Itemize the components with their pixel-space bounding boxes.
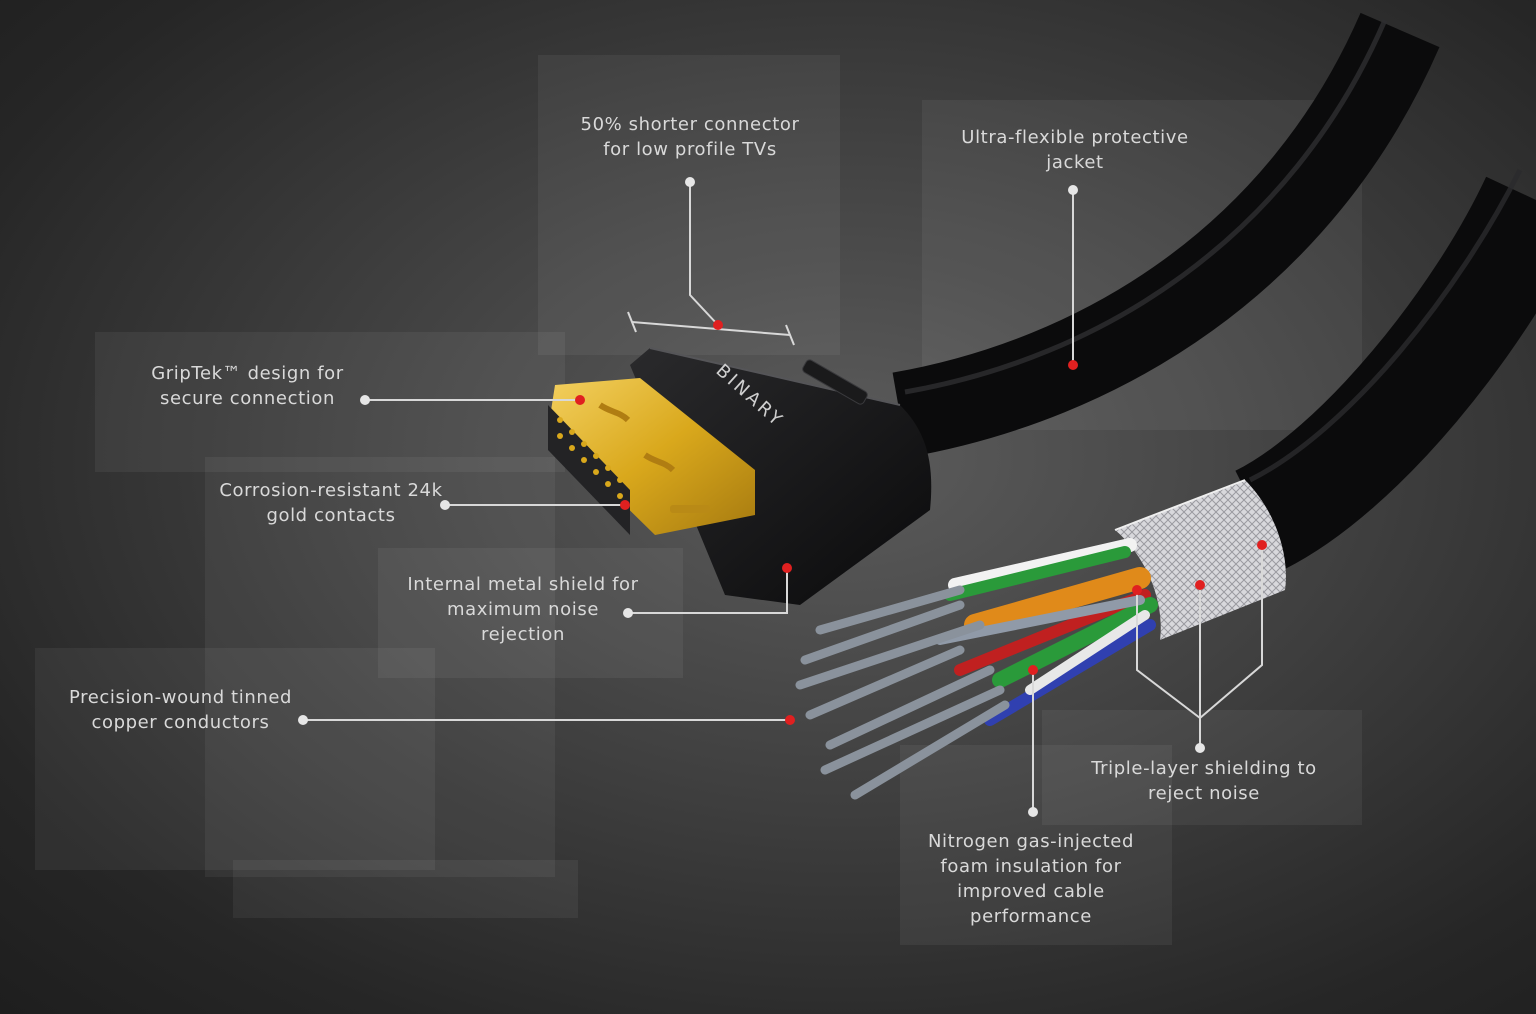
callout-shorter-connector: 50% shorter connector for low profile TV… <box>580 114 800 160</box>
panel-conductors <box>35 648 435 870</box>
panel-foam-insulation <box>900 745 1172 945</box>
length-bracket <box>627 311 795 346</box>
panel-conductors-lower <box>233 860 578 918</box>
callout-metal-shield: Internal metal shield for maximum noise … <box>407 574 639 645</box>
panel-gold-contacts <box>205 457 555 877</box>
panel-griptek <box>95 332 565 472</box>
callout-foam-insulation: Nitrogen gas-injected foam insulation fo… <box>927 831 1135 927</box>
callout-griptek: GripTek™ design for secure connection <box>151 363 344 409</box>
leader-lines <box>303 182 1263 812</box>
lower-cable <box>1234 168 1536 570</box>
panel-triple-shielding <box>1042 710 1362 825</box>
upper-cable <box>892 12 1440 458</box>
callout-triple-shielding: Triple-layer shielding to reject noise <box>1091 758 1317 804</box>
leader-start-dots <box>298 177 1205 817</box>
callout-gold-contacts: Corrosion-resistant 24k gold contacts <box>219 480 443 526</box>
hdmi-connector: BINARY <box>548 347 932 605</box>
braided-shield <box>1114 479 1286 640</box>
conductor-wires <box>795 538 1158 800</box>
callout-jacket: Ultra-flexible protective jacket <box>961 127 1189 173</box>
red-markers <box>575 320 1267 725</box>
callout-conductors: Precision-wound tinned copper conductors <box>68 687 293 733</box>
